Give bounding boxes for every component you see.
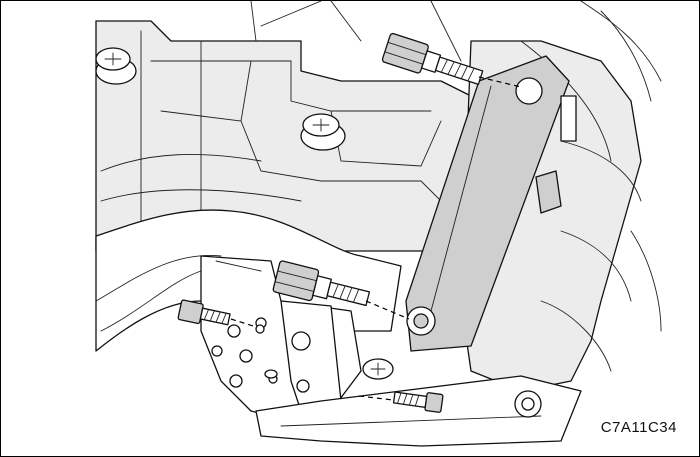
- bolt-small-left: [177, 299, 231, 326]
- base-frame: [255, 375, 582, 447]
- figure-code-label: C7A11C34: [600, 419, 677, 436]
- mount-bracket: [405, 55, 577, 352]
- torx-bolt-center: [300, 113, 346, 151]
- leader-middle: [365, 300, 410, 320]
- bolt-upper: [381, 32, 484, 85]
- torx-bolt-lower: [362, 358, 394, 380]
- fastener-heads: [95, 47, 394, 380]
- stud-small: [264, 369, 278, 379]
- torx-bolt-top-left: [95, 47, 137, 85]
- bolt-middle: [272, 260, 371, 307]
- engine-block: [95, 1, 472, 252]
- bolt-lower: [392, 391, 444, 413]
- lower-mount-block: [200, 255, 362, 422]
- upper-bolt-hole: [515, 77, 543, 105]
- leader-upper: [478, 76, 522, 88]
- leader-lower: [358, 395, 394, 401]
- leader-small: [230, 318, 254, 327]
